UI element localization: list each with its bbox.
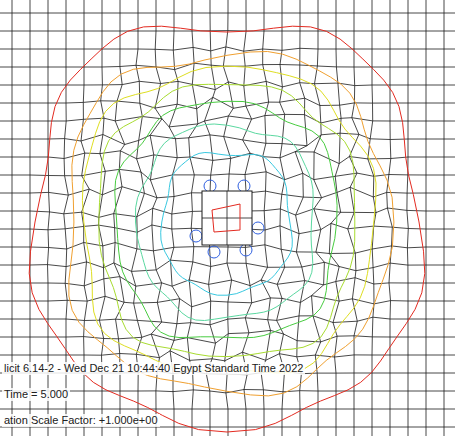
- contour-line: [161, 153, 293, 296]
- central-block: [202, 191, 252, 245]
- contour-line: [208, 246, 220, 258]
- contour-line: [252, 222, 264, 234]
- mesh-line: [329, 0, 341, 436]
- contour-line: [115, 101, 337, 337]
- mesh-line: [0, 47, 455, 51]
- contour-line: [190, 230, 202, 242]
- mesh-line: [444, 0, 445, 436]
- contour-line: [99, 84, 355, 356]
- contour-line: [136, 124, 314, 321]
- contour-line: [238, 180, 250, 192]
- mesh-line: [426, 0, 427, 436]
- mesh-line: [0, 13, 455, 14]
- mesh-line: [407, 0, 408, 436]
- mesh-line: [0, 97, 455, 109]
- mesh-line: [0, 151, 455, 164]
- info-text: Time = 5.000: [2, 388, 70, 401]
- info-text: ation Scale Factor: +1.000e+00: [2, 414, 160, 427]
- contour-line: [204, 180, 216, 192]
- contour-line: [212, 204, 240, 232]
- contour-line: [240, 244, 252, 256]
- mesh-line: [312, 0, 325, 436]
- mesh-line: [0, 133, 455, 146]
- mesh-line: [348, 0, 359, 436]
- contour-line: [69, 52, 394, 396]
- mesh-line: [0, 277, 455, 287]
- info-text: licit 6.14-2 - Wed Dec 21 10:44:40 Egypt…: [2, 362, 305, 375]
- mesh-line: [0, 169, 455, 180]
- mesh-line: [0, 409, 455, 410]
- mesh-line: [202, 218, 252, 219]
- mesh-line: [387, 0, 393, 436]
- contour-line: [82, 66, 376, 373]
